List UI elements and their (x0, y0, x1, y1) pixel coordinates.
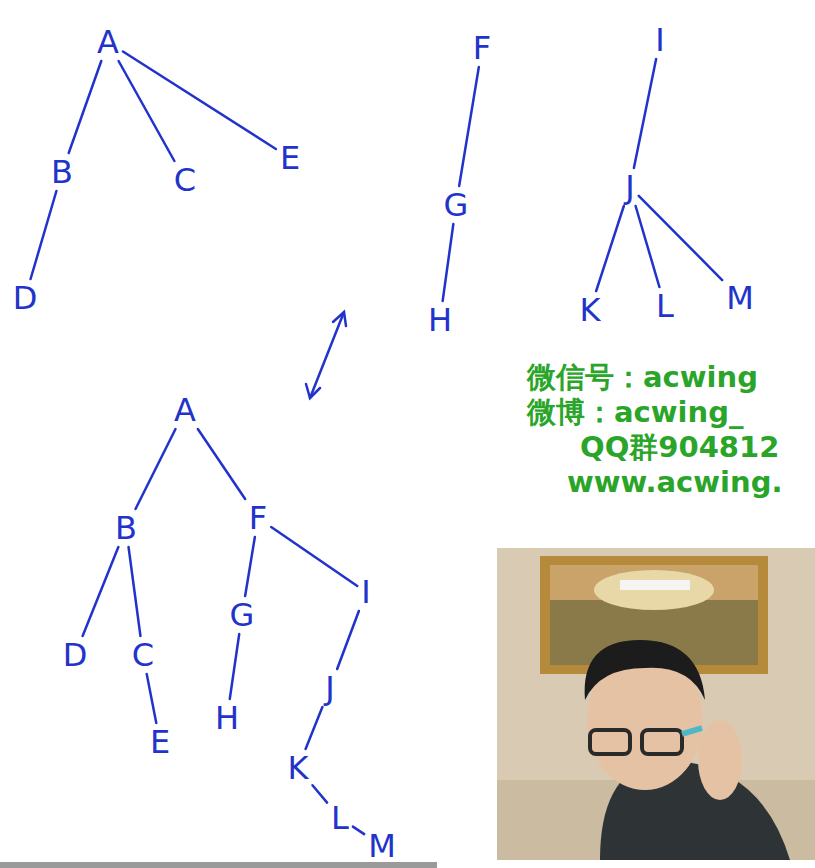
node-letter: M (368, 830, 396, 862)
webcam-photo (497, 548, 815, 860)
tree-edge (31, 191, 57, 279)
tree-node: J (321, 669, 338, 707)
tree-edge (306, 707, 323, 749)
node-letter: J (625, 171, 634, 203)
node-letter: K (580, 294, 601, 326)
node-letter: G (444, 189, 469, 221)
node-letter: A (97, 26, 119, 58)
tree-node: K (576, 291, 605, 329)
tree-node: B (111, 509, 141, 547)
tree-node: I (651, 21, 668, 59)
node-letter: I (655, 24, 664, 56)
tree-node: L (327, 799, 353, 837)
tree-node: E (146, 723, 174, 761)
tree-edge (353, 827, 364, 835)
tree-node: D (59, 636, 92, 674)
node-letter: L (656, 290, 674, 322)
node-letter: F (249, 502, 267, 534)
node-letter: B (115, 512, 137, 544)
tree-node: M (722, 279, 758, 317)
node-letter: L (331, 802, 349, 834)
node-letter: D (63, 639, 88, 671)
tree-node: A (170, 391, 200, 429)
tree-edge (337, 611, 359, 669)
tree-node: A (93, 23, 123, 61)
node-letter: D (13, 282, 38, 314)
tree-edge (312, 785, 327, 802)
node-letter: F (473, 32, 491, 64)
tree-edge (230, 634, 239, 699)
tree-node: J (621, 168, 638, 206)
tree-node: F (245, 499, 271, 537)
tree-node: L (652, 287, 678, 325)
tree-node: E (276, 139, 304, 177)
node-letter: M (726, 282, 754, 314)
node-letter: A (174, 394, 196, 426)
tree-edge (129, 547, 141, 636)
node-letter: I (361, 576, 370, 608)
tree-edge (459, 67, 479, 186)
watermark-text: www.acwing. (567, 468, 782, 497)
watermark-text: 微博：acwing_ (527, 398, 743, 427)
tree-node: D (9, 279, 42, 317)
tree-node: F (469, 29, 495, 67)
tree-edge (639, 196, 722, 280)
tree-edge (443, 224, 454, 301)
tree-node: I (357, 573, 374, 611)
tree-node: H (211, 699, 243, 737)
tree-node: M (364, 827, 400, 865)
watermark-text: QQ群904812 (580, 433, 779, 462)
node-letter: J (325, 672, 334, 704)
tree-edge (147, 674, 157, 723)
tree-edge (636, 206, 660, 287)
tree-node: B (47, 153, 77, 191)
tree-edge (245, 537, 255, 596)
node-letter: C (174, 164, 196, 196)
node-letter: H (215, 702, 239, 734)
tree-edge (198, 429, 245, 499)
tree-edge (596, 206, 624, 291)
tree-node: G (226, 596, 259, 634)
tree-node: G (440, 186, 473, 224)
node-letter: H (428, 304, 452, 336)
node-letter: E (280, 142, 300, 174)
tree-edge (69, 61, 102, 153)
tree-edge (135, 429, 175, 509)
node-letter: G (230, 599, 255, 631)
node-letter: B (51, 156, 73, 188)
player-bar (0, 862, 437, 868)
double-arrow (306, 312, 346, 398)
watermark-text: 微信号：acwing (527, 363, 758, 392)
tree-edge (123, 52, 276, 149)
node-letter: K (288, 752, 309, 784)
tree-edge (119, 61, 175, 161)
tree-node: C (170, 161, 200, 199)
tree-edge (271, 527, 357, 586)
node-letter: E (150, 726, 170, 758)
tree-edge (83, 547, 119, 636)
tree-edge (634, 59, 656, 168)
node-letter: C (132, 639, 154, 671)
tree-node: K (284, 749, 313, 787)
tree-node: H (424, 301, 456, 339)
tree-node: C (128, 636, 158, 674)
